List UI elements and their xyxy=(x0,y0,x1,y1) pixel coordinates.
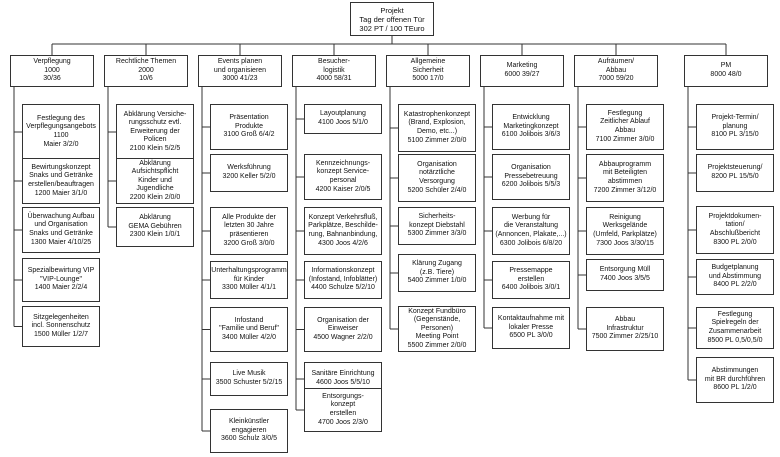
task-node: Klärung Zugang (z.B. Tiere) 5400 Zimmer … xyxy=(398,254,476,292)
task-node: Bewirtungskonzept Snaks und Getränke ers… xyxy=(22,158,100,204)
task-node: Abbau Infrastruktur 7500 Zimmer 2/25/10 xyxy=(586,307,664,351)
task-node: Kontaktaufnahme mit lokaler Presse 6500 … xyxy=(492,307,570,349)
project-root-node: Projekt Tag der offenen Tür 302 PT / 100… xyxy=(350,2,434,36)
work-package-header: Allgemeine Sicherheit 5000 17/0 xyxy=(386,55,470,87)
task-node: Abklärung GEMA Gebühren 2300 Klein 1/0/1 xyxy=(116,207,194,247)
task-node: Projektsteuerung/ 8200 PL 15/5/0 xyxy=(696,154,774,192)
task-node: Informationskonzept (Infostand, Infoblät… xyxy=(304,261,382,299)
work-package-header: Marketing 6000 39/27 xyxy=(480,55,564,87)
task-node: Entwicklung Marketingkonzept 6100 Jolibo… xyxy=(492,104,570,150)
task-node: Entsorgung Müll 7400 Joos 3/5/5 xyxy=(586,259,664,291)
task-node: Budgetplanung und Abstimmung 8400 PL 2/2… xyxy=(696,259,774,295)
task-node: Kennzeichnungs- konzept Service- persona… xyxy=(304,154,382,200)
task-node: Entsorgungs- konzept erstellen 4700 Joos… xyxy=(304,388,382,432)
task-node: Sitzgelegenheiten incl. Sonnenschutz 150… xyxy=(22,306,100,347)
task-node: Werksführung 3200 Keller 5/2/0 xyxy=(210,154,288,192)
work-package-header: PM 8000 48/0 xyxy=(684,55,768,87)
task-node: Werbung für die Veranstaltung (Annoncen,… xyxy=(492,207,570,255)
task-node: Organisation Pressebetreuung 6200 Jolibo… xyxy=(492,154,570,200)
task-node: Infostand "Familie und Beruf" 3400 Mülle… xyxy=(210,307,288,352)
task-node: Festlegung Zeitlicher Ablauf Abbau 7100 … xyxy=(586,104,664,150)
task-node: Katastrophenkonzept (Brand, Explosion, D… xyxy=(398,104,476,152)
task-node: Festlegung Spielregeln der Zusammenarbei… xyxy=(696,307,774,349)
task-node: Abbauprogramm mit Beteiligten abstimmen … xyxy=(586,154,664,202)
task-node: Unterhaltungsprogramm für Kinder 3300 Mü… xyxy=(210,261,288,299)
task-node: Konzept Fundbüro (Gegenstände, Personen)… xyxy=(398,306,476,352)
task-node: Überwachung Aufbau und Organisation Snak… xyxy=(22,207,100,253)
task-node: Abstimmungen mit BR durchführen 8600 PL … xyxy=(696,357,774,403)
task-node: Abklärung Versiche- rungsschutz evtl. Er… xyxy=(116,104,194,160)
task-node: Sicherheits- konzept Diebstahl 5300 Zimm… xyxy=(398,207,476,245)
task-node: Alle Produkte der letzten 30 Jahre präse… xyxy=(210,207,288,255)
task-node: Projektdokumen- tation/ Abschlußbericht … xyxy=(696,206,774,254)
task-node: Abklärung Aufsichtspflicht Kinder und Ju… xyxy=(116,158,194,204)
task-node: Festlegung des Verpflegungsangebots 1100… xyxy=(22,104,100,160)
work-package-header: Verpflegung 1000 30/36 xyxy=(10,55,94,87)
task-node: Kleinkünstler engagieren 3600 Schulz 3/0… xyxy=(210,409,288,453)
task-node: Organisation notärztliche Versorgung 520… xyxy=(398,154,476,202)
work-package-header: Events planen und organisieren 3000 41/2… xyxy=(198,55,282,87)
work-package-header: Rechtliche Themen 2000 10/6 xyxy=(104,55,188,87)
task-node: Layoutplanung 4100 Joos 5/1/0 xyxy=(304,104,382,134)
task-node: Pressemappe erstellen 6400 Jolibois 3/0/… xyxy=(492,261,570,299)
task-node: Projekt-Termin/ planung 8100 PL 3/15/0 xyxy=(696,104,774,150)
task-node: Konzept Verkehrsfluß, Parkplätze, Beschi… xyxy=(304,207,382,255)
task-node: Präsentation Produkte 3100 Groß 6/4/2 xyxy=(210,104,288,150)
work-package-header: Aufräumen/ Abbau 7000 59/20 xyxy=(574,55,658,87)
task-node: Reinigung Werksgelände (Umfeld, Parkplät… xyxy=(586,207,664,255)
work-package-header: Besucher- logistik 4000 58/31 xyxy=(292,55,376,87)
task-node: Live Musik 3500 Schuster 5/2/15 xyxy=(210,362,288,396)
task-node: Spezialbewirtung VIP "VIP-Lounge" 1400 M… xyxy=(22,258,100,302)
task-node: Organisation der Einweiser 4500 Wagner 2… xyxy=(304,307,382,352)
